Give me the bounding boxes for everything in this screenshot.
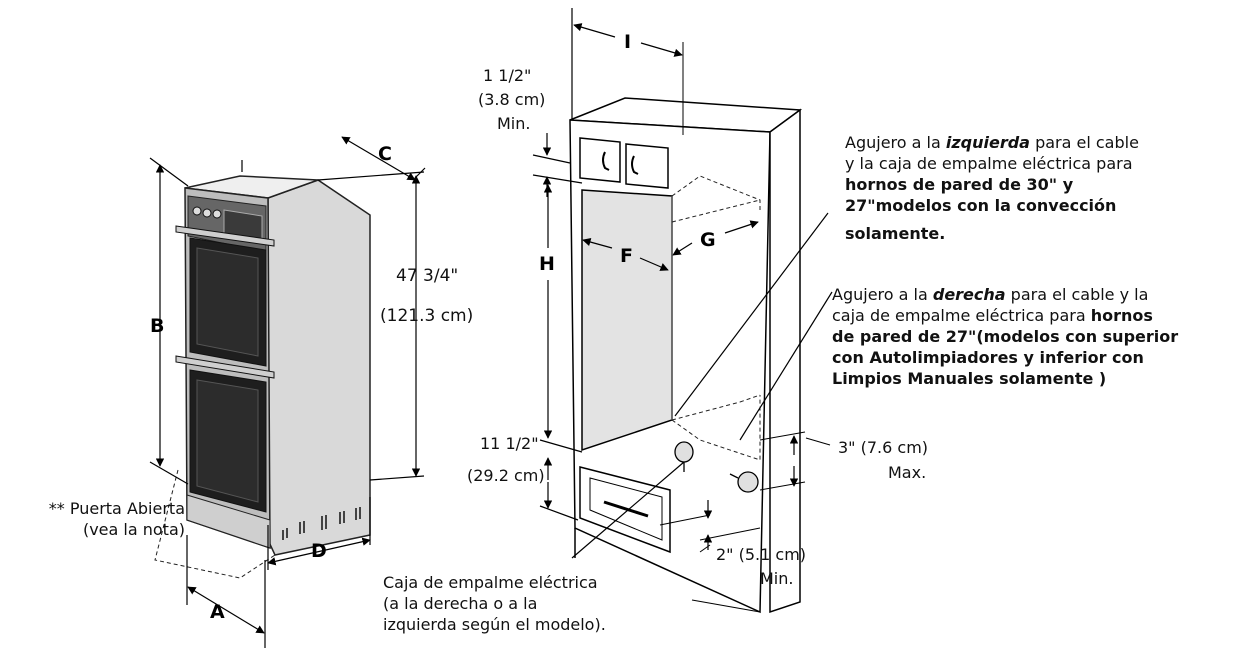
label-A: A xyxy=(210,601,225,623)
right-hole-bold1: de pared de 27"(modelos con superior xyxy=(832,327,1179,346)
drawer-inner xyxy=(589,477,663,541)
oven-cutout xyxy=(581,189,673,452)
control-knob-icon xyxy=(192,206,202,216)
right-hole-bold2: con Autolimpiadores y inferior con xyxy=(832,348,1144,367)
oven-side-panel xyxy=(267,179,371,556)
bottom-gap-cm: (29.2 cm) xyxy=(467,466,545,485)
max-clearance: 3" (7.6 cm) xyxy=(838,438,929,457)
top-gap-cm: (3.8 cm) xyxy=(478,90,546,109)
lower-oven-window xyxy=(196,379,259,503)
door-open-note-line1: ** Puerta Abierta xyxy=(48,499,185,518)
left-hole-callout: Agujero a la izquierda para el cable y l… xyxy=(845,132,1245,244)
door-open-note: ** Puerta Abierta (vea la nota) xyxy=(12,498,185,540)
lower-door-handle xyxy=(175,355,275,379)
door-open-note-line2: (vea la nota) xyxy=(82,520,185,539)
left-hole-bold1: hornos de pared de 30" y xyxy=(845,175,1074,194)
label-H: H xyxy=(539,253,555,275)
junction-caption-line3: izquierda según el modelo). xyxy=(383,615,606,634)
junction-box-caption: Caja de empalme eléctrica (a la derecha … xyxy=(383,572,683,635)
junction-caption-line1: Caja de empalme eléctrica xyxy=(383,573,598,592)
left-hole-emphasis: izquierda xyxy=(945,133,1030,152)
junction-box xyxy=(729,471,759,493)
right-hole-line2: caja de empalme eléctrica para xyxy=(832,306,1091,325)
control-knob-icon xyxy=(212,209,222,219)
cabinet-dimensions xyxy=(532,8,833,559)
left-hole-bold2: 27"modelos con la convección xyxy=(845,196,1117,215)
door-open-outline xyxy=(154,469,276,579)
left-hole-text-end: para el cable xyxy=(1029,133,1139,152)
left-hole-text: Agujero a la xyxy=(845,133,946,152)
bottom-gap-fraction: 11 1/2" xyxy=(480,434,539,453)
left-hole-line2: y la caja de empalme eléctrica para xyxy=(845,154,1133,173)
left-hole-bold3: solamente. xyxy=(845,224,946,243)
height-dimension-fraction: 47 3/4" xyxy=(396,266,459,286)
right-hole-text: Agujero a la xyxy=(832,285,933,304)
min-clearance-word: Min. xyxy=(760,569,794,588)
oven-dimensions xyxy=(149,136,426,648)
cabinet-door-handle-icon xyxy=(631,155,639,175)
vent-slots xyxy=(282,507,361,540)
upper-cabinet-door-right xyxy=(625,143,669,189)
cavity-dashed-lines xyxy=(671,175,761,461)
control-knob-icon xyxy=(202,208,212,218)
top-gap-min: Min. xyxy=(497,114,531,133)
height-dimension-cm: (121.3 cm) xyxy=(380,306,474,326)
label-I: I xyxy=(624,31,631,53)
wall-oven xyxy=(154,175,371,579)
upper-oven-window xyxy=(196,247,259,357)
right-hole-bold3: Limpios Manuales solamente ) xyxy=(832,369,1107,388)
upper-cabinet-door-left xyxy=(579,137,621,183)
right-hole-callout: Agujero a la derecha para el cable y la … xyxy=(832,284,1248,389)
cabinet-door-handle-icon xyxy=(602,151,610,171)
cabinet xyxy=(569,97,803,614)
top-gap-fraction: 1 1/2" xyxy=(483,66,532,85)
junction-caption-line2: (a la derecha o a la xyxy=(383,594,538,613)
min-clearance: 2" (5.1 cm) xyxy=(716,545,807,564)
cabinet-side xyxy=(769,108,801,614)
right-hole-text-end: para el cable y la xyxy=(1005,285,1149,304)
right-hole-line2-bold: hornos xyxy=(1090,306,1153,325)
label-C: C xyxy=(378,143,392,165)
max-clearance-word: Max. xyxy=(888,463,927,482)
label-D: D xyxy=(311,540,327,562)
label-G: G xyxy=(700,229,716,251)
upper-door-handle xyxy=(175,225,275,247)
label-B: B xyxy=(150,315,164,337)
right-hole-emphasis: derecha xyxy=(932,285,1006,304)
label-F: F xyxy=(620,245,633,267)
